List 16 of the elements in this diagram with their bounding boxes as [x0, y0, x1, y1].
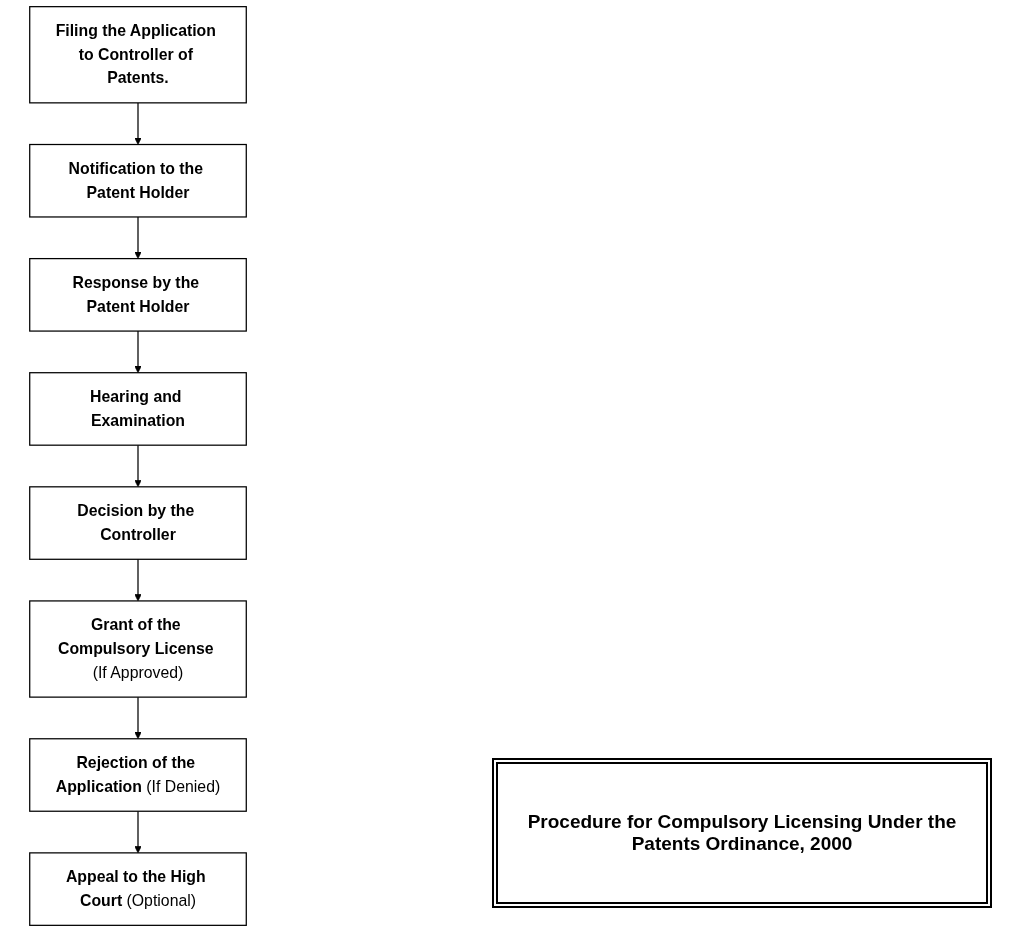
- node-box: Hearing and Examination: [29, 372, 247, 446]
- arrow: [134, 102, 142, 145]
- title-box: Procedure for Compulsory Licensing Under the Patents Ordinance, 2000: [492, 758, 992, 908]
- arrow: [134, 330, 142, 374]
- node-box: Appeal to the High Court (Optional): [29, 852, 247, 926]
- node-box: Notification to the Patent Holder: [29, 143, 247, 218]
- arrow: [134, 696, 142, 740]
- arrow: [134, 558, 142, 602]
- node-box: Filing the Application to Controller of Patents.: [29, 6, 247, 104]
- node-box: Grant of the Compulsory License (If Approved): [29, 600, 247, 698]
- arrow: [134, 216, 142, 259]
- arrow: [134, 810, 142, 854]
- arrow: [134, 444, 142, 488]
- node-box: Decision by the Controller: [29, 486, 247, 560]
- node-box: Rejection of the Application (If Denied): [29, 738, 247, 812]
- node-box: Response by the Patent Holder: [29, 258, 247, 332]
